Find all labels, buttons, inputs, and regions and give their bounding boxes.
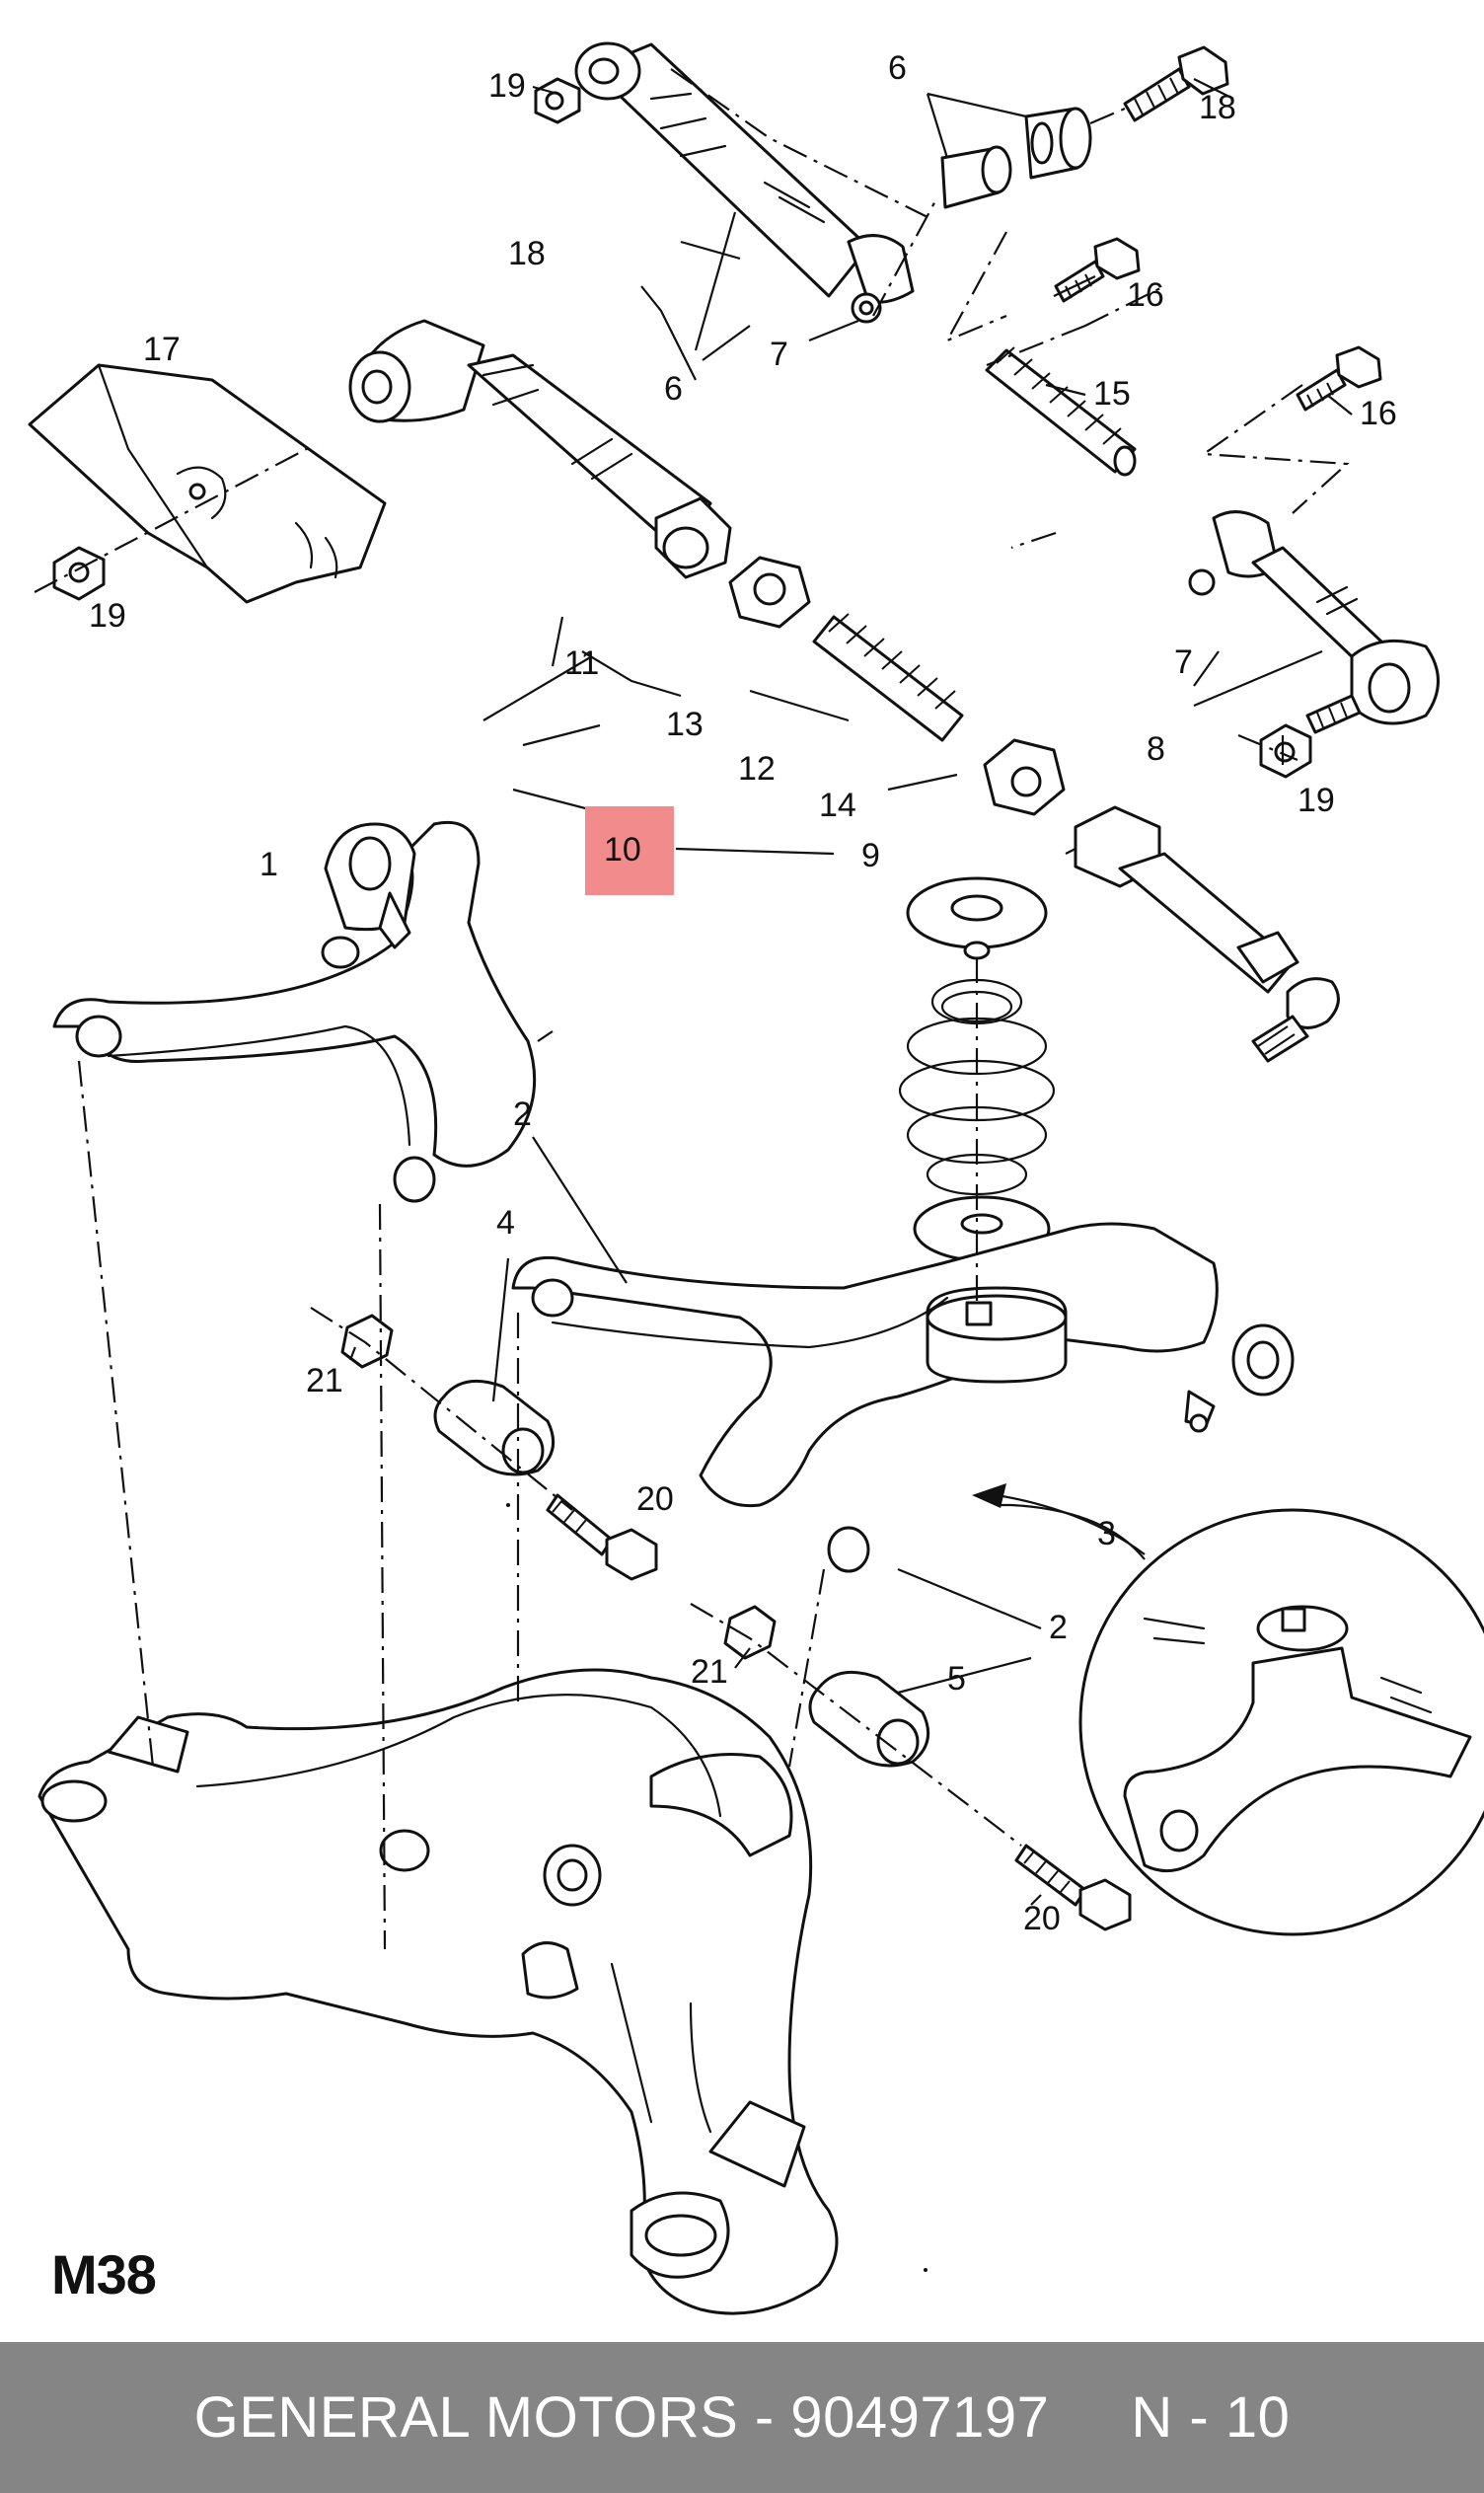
callout-16: 16 xyxy=(1127,276,1164,314)
nut-19-top xyxy=(534,77,581,124)
leader-lines xyxy=(348,78,1353,1906)
bushing-4 xyxy=(433,1379,556,1476)
bushing-5 xyxy=(808,1670,930,1768)
assembly-lines xyxy=(34,68,1350,1950)
callout-7: 7 xyxy=(770,336,788,373)
detail-inset-3 xyxy=(1078,1508,1484,1936)
nut-14 xyxy=(983,738,1066,816)
callout-21: 21 xyxy=(691,1653,728,1691)
callout-19: 19 xyxy=(488,67,526,105)
right-upper-link xyxy=(1188,510,1440,734)
upper-wishbone-1 xyxy=(52,820,537,1203)
callout-20: 20 xyxy=(1023,1900,1061,1937)
callout-11: 11 xyxy=(564,644,599,682)
callout-6: 6 xyxy=(664,370,683,408)
callout-13: 13 xyxy=(666,706,704,743)
adjuster-link-9 xyxy=(1074,805,1340,1063)
callout-5: 5 xyxy=(947,1660,966,1698)
callout-17: 17 xyxy=(143,331,181,368)
bolt-20-left xyxy=(546,1493,658,1581)
callout-2: 2 xyxy=(1049,1609,1068,1646)
spring-seat-upper xyxy=(906,876,1048,960)
callout-19: 19 xyxy=(1298,782,1335,819)
arrow-to-detail xyxy=(996,1493,1146,1555)
callout-18: 18 xyxy=(508,235,546,272)
body-bracket-17 xyxy=(28,363,387,604)
nut-13 xyxy=(728,556,811,629)
footer-part-number-text: GENERAL MOTORS - 90497197 N - 10 xyxy=(193,2385,1291,2450)
rear-subframe xyxy=(37,1668,839,2315)
callout-19: 19 xyxy=(89,597,126,635)
callout-15: 15 xyxy=(1093,375,1131,413)
bolt-20-right xyxy=(1014,1844,1132,1931)
stud-15 xyxy=(985,346,1137,477)
callout-3: 3 xyxy=(1097,1515,1116,1552)
callout-8: 8 xyxy=(1147,730,1165,768)
callout-14: 14 xyxy=(819,787,856,824)
callout-4: 4 xyxy=(496,1204,515,1242)
highlight-box-10 xyxy=(585,806,674,895)
nut-19-right xyxy=(1259,723,1312,779)
footer-bar: GENERAL MOTORS - 90497197 N - 10 xyxy=(0,2342,1484,2493)
callout-16: 16 xyxy=(1360,395,1397,432)
callout-18: 18 xyxy=(1199,89,1236,126)
lower-wishbone-2 xyxy=(511,1222,1295,1573)
bolt-16-upper xyxy=(1054,237,1141,303)
nut-19-left xyxy=(52,546,106,601)
arrow-head xyxy=(972,1483,1006,1508)
callout-21: 21 xyxy=(306,1362,343,1399)
callout-7: 7 xyxy=(1174,643,1193,681)
callout-10: 10 xyxy=(604,831,641,869)
bolt-18-top xyxy=(1123,45,1229,122)
callout-labels: 19 6 18 18 16 17 7 6 15 16 19 11 7 13 8 … xyxy=(89,49,1397,1937)
exploded-parts-diagram: 19 6 18 18 16 17 7 6 15 16 19 11 7 13 8 … xyxy=(28,41,1484,2315)
nut-21-left xyxy=(340,1314,394,1369)
callout-20: 20 xyxy=(636,1480,674,1518)
callout-6: 6 xyxy=(888,49,907,87)
callout-2: 2 xyxy=(513,1095,532,1133)
bolt-16-right xyxy=(1296,345,1382,412)
bushing-6-pair xyxy=(940,107,1092,209)
nut-21-right xyxy=(723,1605,777,1660)
callout-9: 9 xyxy=(861,837,880,874)
diagram-code-label: M38 xyxy=(51,2243,157,2305)
callout-1: 1 xyxy=(260,846,278,883)
upper-control-link-top xyxy=(574,41,915,324)
lower-link-11 xyxy=(348,319,732,579)
callout-12: 12 xyxy=(738,750,776,788)
stud-12 xyxy=(812,613,964,742)
